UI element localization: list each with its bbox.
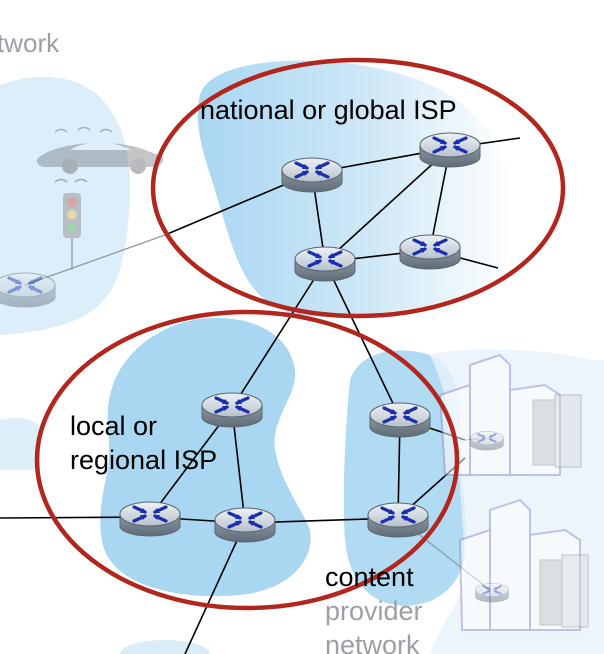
regional-isp-label-line2: regional ISP — [70, 445, 217, 475]
content-provider-label-line1: content — [325, 562, 414, 592]
router-icon — [0, 273, 55, 307]
router-icon — [200, 391, 264, 429]
router-icon — [118, 500, 182, 538]
content-provider-label-line3: network — [325, 630, 420, 654]
router-icon — [213, 506, 277, 544]
router-icon — [418, 131, 482, 169]
router-icon — [398, 233, 462, 271]
national-isp-label: national or global ISP — [200, 95, 457, 125]
router-icon — [293, 245, 357, 283]
regional-isp-label-line1: local or — [70, 411, 157, 441]
server-icon — [532, 394, 589, 628]
access-network-region — [0, 77, 130, 335]
national-isp-boundary — [150, 57, 566, 319]
car-icon — [36, 126, 164, 174]
router-icon — [366, 501, 430, 539]
regional-isp-boundary — [34, 309, 460, 611]
router-icon — [476, 583, 509, 602]
partial-title: twork — [0, 28, 60, 58]
content-provider-label-line2: provider — [325, 596, 423, 626]
router-icon — [471, 431, 504, 450]
traffic-light-icon — [54, 178, 88, 238]
router-icon — [280, 156, 344, 194]
router-icon — [368, 401, 432, 439]
